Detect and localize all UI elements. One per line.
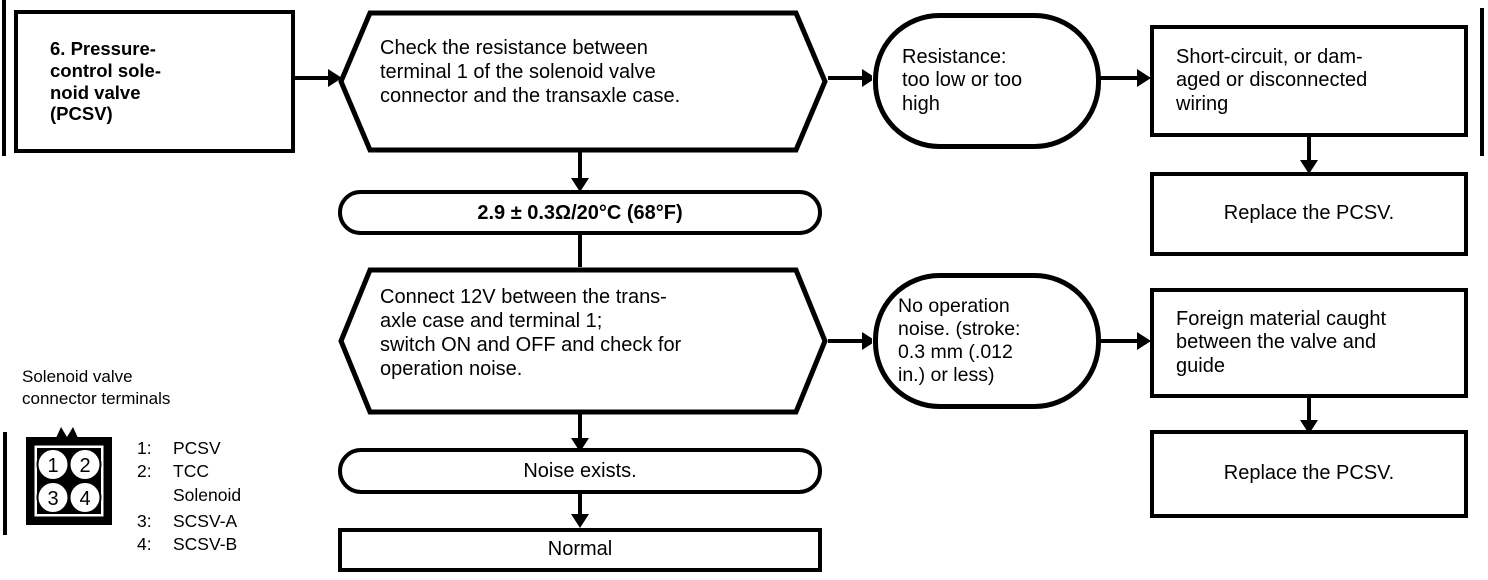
- legend-number: 1:: [137, 438, 152, 458]
- legend-number: 2:: [137, 461, 152, 482]
- ellipse-outline: [873, 13, 1101, 149]
- connector-pin-svg: 1 2 3 4: [26, 427, 112, 525]
- svg-text:3: 3: [47, 488, 58, 510]
- connector-noise-exists-to-normal: [578, 494, 582, 518]
- page-margin-rule-right: [1480, 8, 1484, 156]
- legend-row: 3: SCSV-A: [137, 510, 241, 533]
- connector-connect12v-to-nonoise: [828, 339, 864, 343]
- connector-nonoise-to-foreign: [1100, 339, 1140, 343]
- node-noise-exists[interactable]: Noise exists.: [338, 448, 822, 494]
- legend-number: 4:: [137, 534, 152, 555]
- node-normal[interactable]: Normal: [338, 528, 822, 572]
- connector-figure-caption: Solenoid valve connector terminals: [22, 367, 171, 408]
- arrowhead-wiring-to-replace1: [1300, 160, 1318, 174]
- node-replace-pcsv-lower-label: Replace the PCSV.: [1223, 462, 1395, 485]
- node-start-pcsv[interactable]: 6. Pressure- control sole- noid valve (P…: [14, 10, 295, 153]
- node-check-resistance-label: Check the resistance between terminal 1 …: [380, 37, 681, 107]
- page-margin-rule-left: [2, 0, 6, 156]
- legend-row: 4: SCSV-B: [137, 533, 241, 556]
- connector-check-to-spec: [578, 152, 582, 182]
- svg-text:1: 1: [47, 455, 58, 477]
- legend-row: 2: TCC Solenoid: [137, 460, 241, 507]
- arrowhead-check-to-spec: [571, 178, 589, 192]
- arrowhead-start-to-check: [328, 69, 342, 87]
- node-replace-pcsv-upper[interactable]: Replace the PCSV.: [1150, 172, 1468, 256]
- node-no-operation-noise-label: No operation noise. (stroke: 0.3 mm (.01…: [898, 295, 1021, 386]
- connector-spec-to-connect12v: [578, 235, 582, 267]
- hexagon-outline: [338, 10, 828, 153]
- node-replace-pcsv-upper-label: Replace the PCSV.: [1223, 202, 1395, 225]
- node-no-operation-noise[interactable]: No operation noise. (stroke: 0.3 mm (.01…: [872, 272, 1102, 410]
- arrowhead-nonoise-to-foreign: [1137, 332, 1151, 350]
- node-spec-resistance[interactable]: 2.9 ± 0.3Ω/20°C (68°F): [338, 190, 822, 235]
- legend-label: SCSV-B: [173, 534, 238, 555]
- arrowhead-resistance-fault-to-wiring: [1137, 69, 1151, 87]
- node-noise-exists-label: Noise exists.: [523, 460, 637, 482]
- legend-label: PCSV: [173, 438, 221, 458]
- page-margin-rule-left-lower: [3, 432, 7, 535]
- node-resistance-fault-label: Resistance: too low or too high: [902, 45, 1023, 115]
- node-check-resistance[interactable]: Check the resistance between terminal 1 …: [338, 10, 828, 153]
- node-connect-12v-label: Connect 12V between the trans- axle case…: [380, 286, 682, 380]
- connector-foreign-to-replace2: [1307, 398, 1311, 424]
- connector-terminal-legend: 1: PCSV 2: TCC Solenoid 3: SCSV-A 4: SCS…: [137, 437, 241, 556]
- node-start-pcsv-label: 6. Pressure- control sole- noid valve (P…: [50, 37, 162, 125]
- connector-wiring-to-replace1: [1307, 137, 1311, 164]
- connector-connect12v-to-noise-exists: [578, 414, 582, 442]
- node-connect-12v[interactable]: Connect 12V between the trans- axle case…: [338, 267, 828, 415]
- solenoid-connector-icon: 1 2 3 4: [16, 424, 120, 532]
- hexagon-outline: [338, 267, 828, 415]
- connector-start-to-check: [295, 76, 330, 80]
- connector-check-to-resistance-fault: [828, 76, 864, 80]
- legend-label: TCC Solenoid: [173, 461, 242, 505]
- arrowhead-noise-exists-to-normal: [571, 514, 589, 528]
- node-foreign-material[interactable]: Foreign material caught between the valv…: [1150, 288, 1468, 398]
- node-wiring-fault-label: Short-circuit, or dam- aged or disconnec…: [1176, 45, 1368, 115]
- node-wiring-fault[interactable]: Short-circuit, or dam- aged or disconnec…: [1150, 25, 1468, 137]
- node-foreign-material-label: Foreign material caught between the valv…: [1176, 307, 1387, 377]
- node-normal-label: Normal: [547, 538, 613, 561]
- svg-text:2: 2: [79, 455, 90, 477]
- legend-label: SCSV-A: [173, 510, 238, 531]
- legend-number: 3:: [137, 510, 152, 531]
- ellipse-outline: [873, 273, 1101, 409]
- node-resistance-fault[interactable]: Resistance: too low or too high: [872, 12, 1102, 150]
- svg-text:4: 4: [79, 488, 90, 510]
- node-replace-pcsv-lower[interactable]: Replace the PCSV.: [1150, 430, 1468, 518]
- connector-resistance-fault-to-wiring: [1100, 76, 1140, 80]
- node-spec-resistance-label: 2.9 ± 0.3Ω/20°C (68°F): [477, 201, 683, 224]
- legend-row: 1: PCSV: [137, 437, 241, 460]
